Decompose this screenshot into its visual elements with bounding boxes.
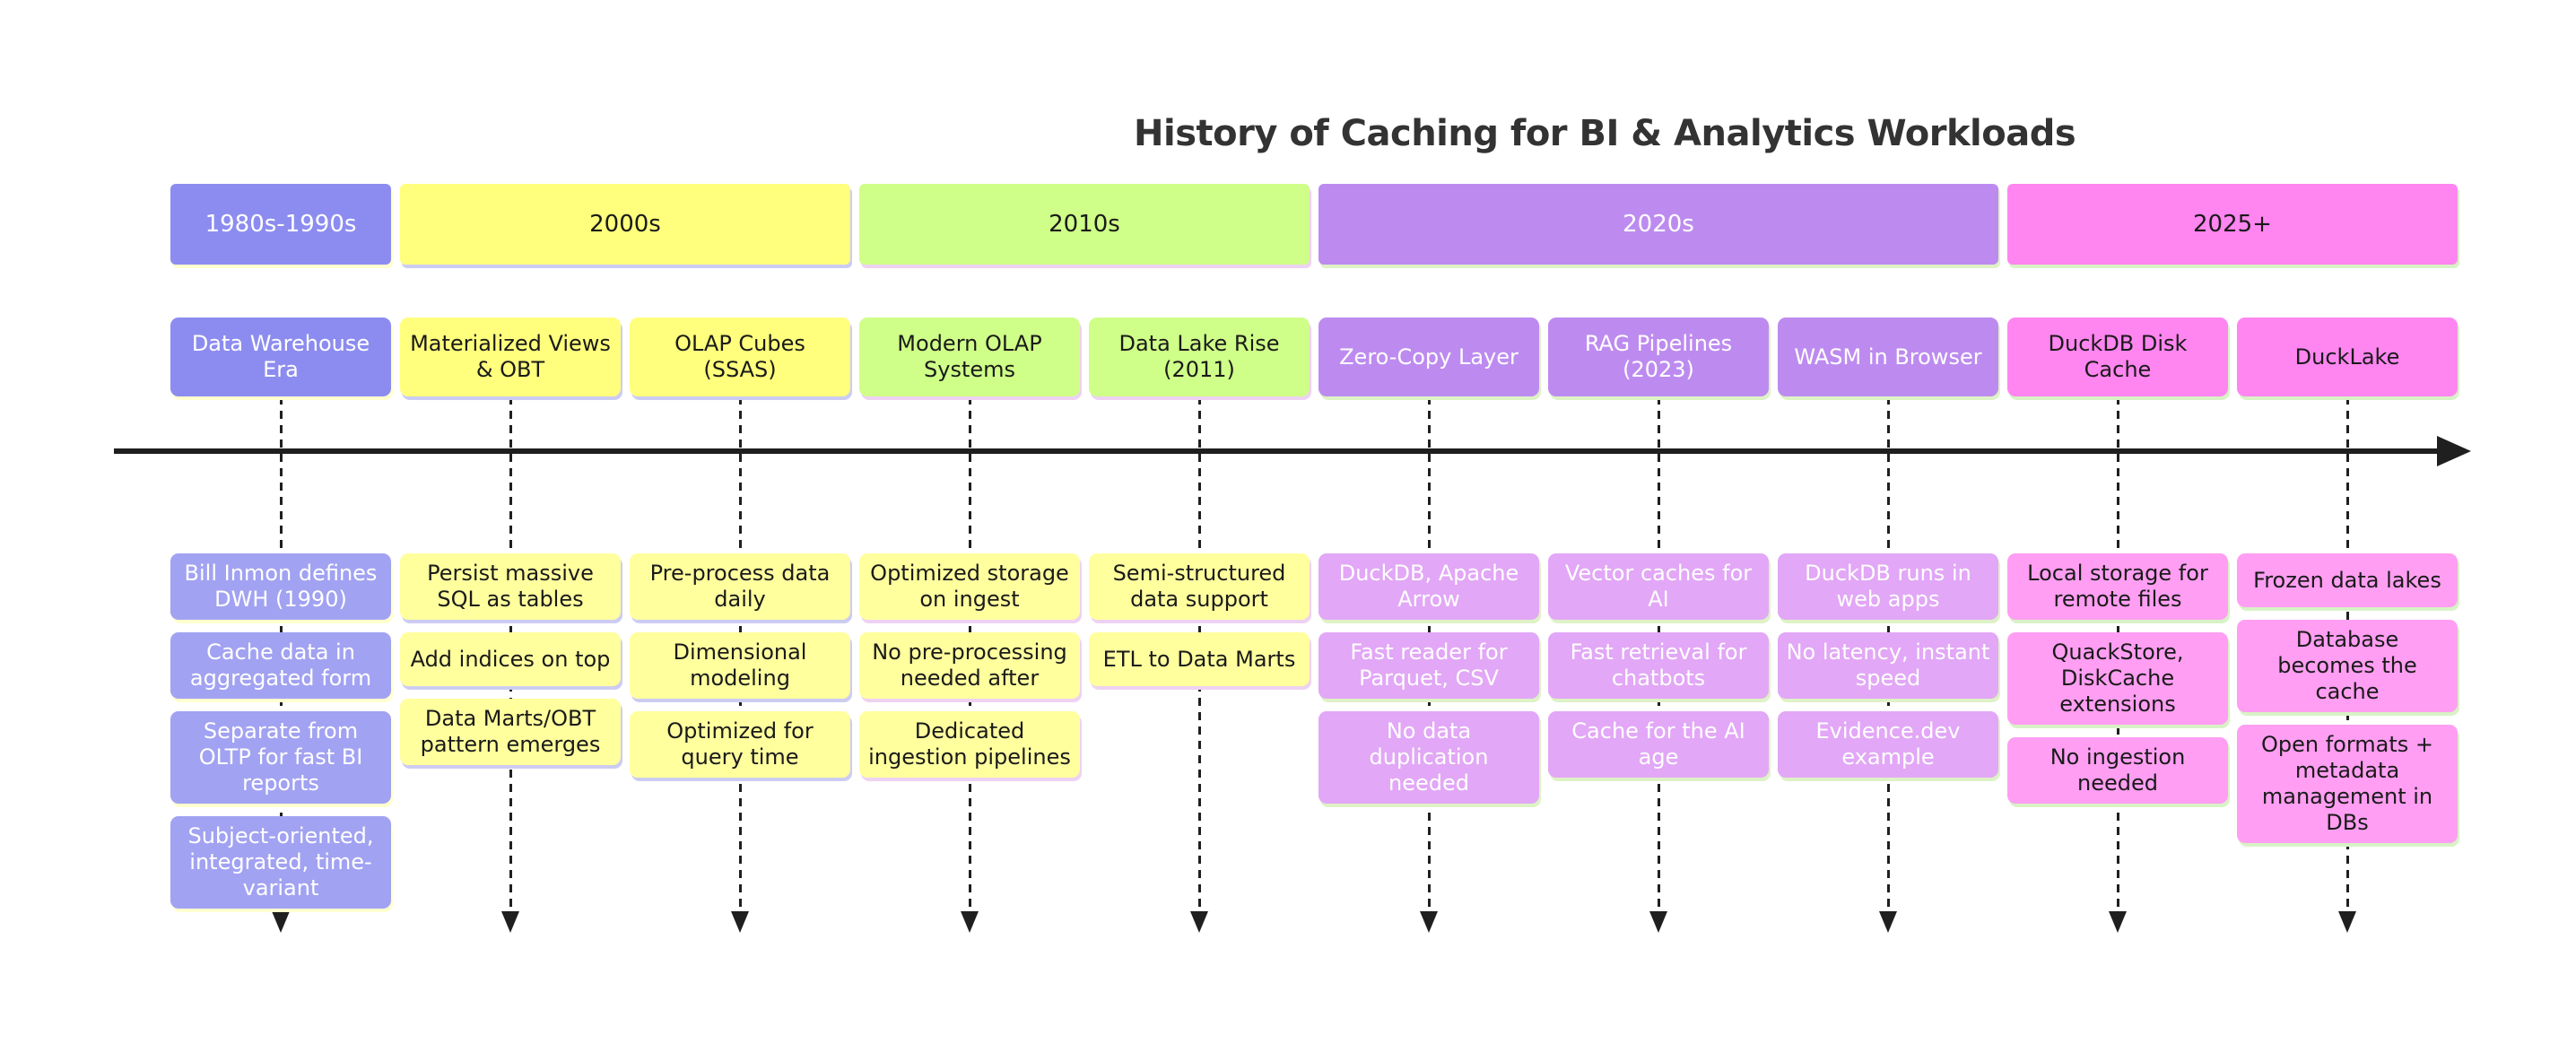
timeline-event: Cache data in aggregated form [170,632,391,699]
timeline-event: Subject-oriented, integrated, time-varia… [170,816,391,909]
timeline-event: Persist massive SQL as tables [400,553,621,620]
column-connector-arrowhead-icon [2338,911,2356,933]
timeline-period-header: DuckDB Disk Cache [2007,318,2228,396]
era-band-2025-plus: 2025+ [2007,184,2458,265]
column-connector-arrowhead-icon [272,911,290,933]
timeline-event: No pre-processing needed after [859,632,1080,699]
timeline-event: Dimensional modeling [630,632,850,699]
timeline-period-header: OLAP Cubes (SSAS) [630,318,850,396]
era-band-2020s: 2020s [1318,184,1998,265]
timeline-column-duckdb-disk-cache: DuckDB Disk Cache Local storage for remo… [2007,0,2228,1044]
timeline-event: Separate from OLTP for fast BI reports [170,711,391,804]
diagram-title: History of Caching for BI & Analytics Wo… [1134,113,2076,154]
column-connector-arrowhead-icon [1879,911,1897,933]
timeline-period-header: Modern OLAP Systems [859,318,1080,396]
timeline-event: ETL to Data Marts [1089,632,1310,686]
era-band-1980s-1990s: 1980s-1990s [170,184,391,265]
timeline-event: No ingestion needed [2007,737,2228,804]
timeline-period-header: Data Warehouse Era [170,318,391,396]
timeline-event: Cache for the AI age [1548,711,1769,778]
timeline-event: DuckDB runs in web apps [1778,553,1998,620]
timeline-event: No latency, instant speed [1778,632,1998,699]
timeline-axis-arrowhead-icon [2437,436,2471,466]
timeline-period-header: WASM in Browser [1778,318,1998,396]
timeline-period-header: DuckLake [2237,318,2458,396]
timeline-event: Pre-process data daily [630,553,850,620]
timeline-event: Optimized storage on ingest [859,553,1080,620]
timeline-event: Fast reader for Parquet, CSV [1318,632,1539,699]
timeline-axis [114,448,2437,454]
timeline-event: Fast retrieval for chatbots [1548,632,1769,699]
timeline-event: Data Marts/OBT pattern emerges [400,699,621,765]
column-connector-arrowhead-icon [1420,911,1438,933]
era-band-2010s: 2010s [859,184,1310,265]
timeline-column-materialized-views: Materialized Views & OBT Persist massive… [400,0,621,1044]
timeline-event: Vector caches for AI [1548,553,1769,620]
timeline-period-header: Data Lake Rise (2011) [1089,318,1310,396]
timeline-column-zero-copy-layer: Zero-Copy Layer DuckDB, Apache Arrow Fas… [1318,0,1539,1044]
timeline-event: DuckDB, Apache Arrow [1318,553,1539,620]
timeline-column-modern-olap: Modern OLAP Systems Optimized storage on… [859,0,1080,1044]
timeline-event: Optimized for query time [630,711,850,778]
timeline-event: Bill Inmon defines DWH (1990) [170,553,391,620]
timeline-event: Evidence.dev example [1778,711,1998,778]
column-connector-arrowhead-icon [2109,911,2127,933]
column-connector-arrowhead-icon [961,911,979,933]
column-connector-arrowhead-icon [1190,911,1208,933]
timeline-event: Frozen data lakes [2237,553,2458,607]
timeline-column-data-warehouse-era: Data Warehouse Era Bill Inmon defines DW… [170,0,391,1044]
timeline-period-header: RAG Pipelines (2023) [1548,318,1769,396]
timeline-period-header: Materialized Views & OBT [400,318,621,396]
timeline-event: Dedicated ingestion pipelines [859,711,1080,778]
timeline-event: Semi-structured data support [1089,553,1310,620]
timeline-event: No data duplication needed [1318,711,1539,804]
timeline-column-rag-pipelines: RAG Pipelines (2023) Vector caches for A… [1548,0,1769,1044]
timeline-event: Local storage for remote files [2007,553,2228,620]
column-connector-arrowhead-icon [501,911,519,933]
era-band-2000s: 2000s [400,184,850,265]
timeline-event: Database becomes the cache [2237,620,2458,712]
column-connector-arrowhead-icon [1649,911,1667,933]
timeline-column-olap-cubes: OLAP Cubes (SSAS) Pre-process data daily… [630,0,850,1044]
timeline-period-header: Zero-Copy Layer [1318,318,1539,396]
timeline-event: Add indices on top [400,632,621,686]
timeline-event: QuackStore, DiskCache extensions [2007,632,2228,725]
timeline-column-wasm-in-browser: WASM in Browser DuckDB runs in web apps … [1778,0,1998,1044]
timeline-column-ducklake: DuckLake Frozen data lakes Database beco… [2237,0,2458,1044]
timeline-event: Open formats + metadata management in DB… [2237,725,2458,843]
column-connector-arrowhead-icon [731,911,749,933]
timeline-column-data-lake-rise: Data Lake Rise (2011) Semi-structured da… [1089,0,1310,1044]
